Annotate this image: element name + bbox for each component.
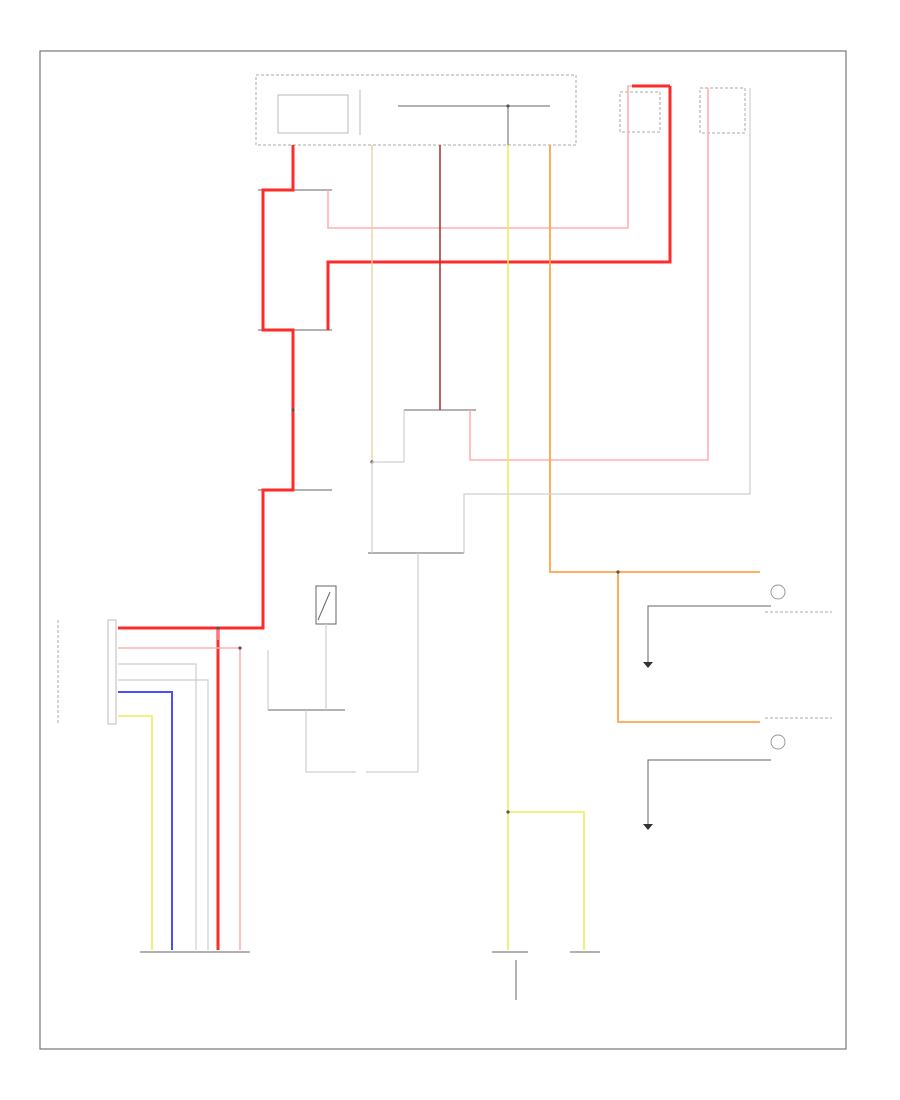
left-rear-lamp [770,734,786,750]
wire-gray-2 [463,88,751,553]
relay-top-right-2 [699,87,746,134]
switch-blade [317,591,331,621]
ground-right [643,662,653,668]
wire-pink-trs [118,647,241,950]
fuse-box-node [506,104,510,108]
diagram-frame [39,50,847,1050]
wire-tan-2 [372,410,405,463]
wire-orange-branch [617,572,760,723]
ground-left [643,824,653,830]
node-4 [291,408,295,412]
node-1 [216,626,220,630]
relay-top-right-1 [619,91,661,133]
trs-connector [107,619,117,725]
fuse-box [255,74,577,146]
wire-yellow-branch [508,811,585,950]
wire-right-lamp-ground [647,605,771,662]
wire-gray-6 [305,710,356,773]
wire-blue [118,691,173,950]
node-orange [616,570,620,574]
wire-pink-relay [469,88,709,461]
wire-orange-main [549,145,760,573]
node-3 [506,810,510,814]
wire-red-main [118,145,295,630]
wire-gray-5 [118,679,209,950]
right-rear-lamp [770,584,786,600]
wire-pink-top [327,85,632,229]
node-2 [238,646,242,650]
wire-red-right [326,86,672,330]
wire-gray-3 [366,553,419,773]
fuse-box-inner-left [277,94,349,134]
wire-yellow-trs [118,715,153,950]
wire-left-lamp-ground [647,759,771,824]
wire-gray-4 [118,663,197,950]
